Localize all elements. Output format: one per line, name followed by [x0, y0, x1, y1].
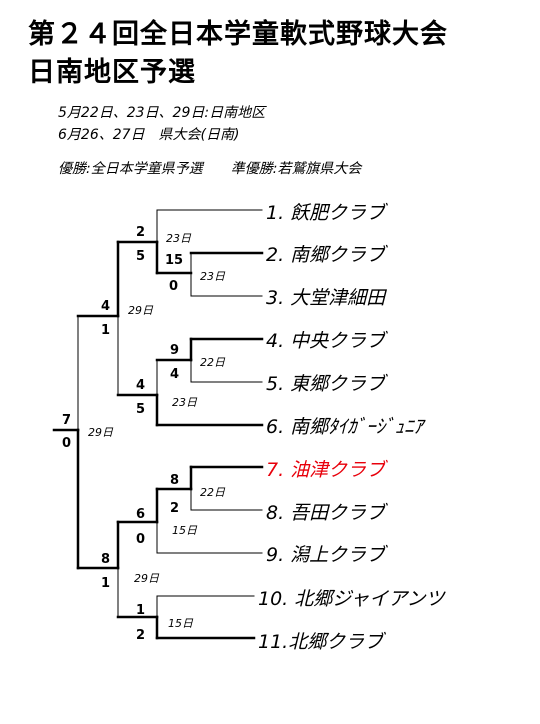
score: 2 — [170, 501, 179, 516]
score: 0 — [136, 532, 145, 547]
game-date: 15日 — [172, 524, 198, 537]
score: 4 — [170, 367, 179, 382]
game-date: 22日 — [200, 486, 226, 499]
bracket-lines — [52, 209, 264, 640]
game-date: 15日 — [168, 617, 194, 630]
game-date: 29日 — [88, 426, 114, 439]
score: 8 — [170, 473, 179, 488]
game-date: 23日 — [172, 396, 198, 409]
score: 8 — [101, 552, 110, 567]
score: 1 — [101, 323, 110, 338]
team-labels: 1. 飫肥クラブ 2. 南郷クラブ 3. 大堂津細田 4. 中央クラブ 5. 東… — [258, 202, 447, 653]
team-label: 2. 南郷クラブ — [266, 244, 388, 266]
scores: 15 0 2 5 9 4 4 5 4 1 8 2 6 0 1 2 8 1 7 0 — [62, 225, 183, 643]
schedule-prefectural: 6月26、27日 県大会(日南) — [58, 127, 240, 143]
game-date: 23日 — [200, 270, 226, 283]
score: 1 — [136, 603, 145, 618]
team-line — [190, 252, 263, 297]
team-label: 8. 吾田クラブ — [266, 502, 388, 524]
awards-note: 優勝:全日本学童県予選 準優勝:若鷲旗県大会 — [58, 161, 362, 177]
score: 4 — [101, 299, 110, 314]
score: 5 — [136, 249, 145, 264]
game-dates: 23日 23日 22日 23日 29日 22日 15日 15日 29日 29日 — [88, 232, 226, 630]
team-label: 6. 南郷ﾀｲｶﾞｰｼﾞｭﾆｱ — [266, 416, 427, 438]
team-label: 1. 飫肥クラブ — [266, 202, 388, 224]
team-label: 5. 東郷クラブ — [266, 373, 388, 395]
game-date: 22日 — [200, 356, 226, 369]
team-label: 11.北郷クラブ — [258, 631, 386, 653]
score: 2 — [136, 628, 145, 643]
game-date: 29日 — [134, 572, 160, 585]
page-title: 第２４回全日本学童軟式野球大会 — [28, 19, 448, 50]
page-subtitle: 日南地区予選 — [28, 57, 196, 88]
team-label: 4. 中央クラブ — [266, 330, 388, 352]
score: 0 — [62, 436, 71, 451]
score: 7 — [62, 413, 71, 428]
game-date: 29日 — [128, 304, 154, 317]
team-label: 9. 潟上クラブ — [266, 544, 388, 566]
schedule-local: 5月22日、23日、29日:日南地区 — [58, 105, 266, 121]
score: 15 — [165, 253, 183, 268]
team-label: 10. 北郷ジャイアンツ — [258, 588, 447, 610]
score: 9 — [170, 343, 179, 358]
team-label: 3. 大堂津細田 — [266, 287, 387, 309]
team-label: 7. 油津クラブ — [266, 459, 388, 481]
game-date: 23日 — [166, 232, 192, 245]
score: 0 — [169, 279, 178, 294]
score: 2 — [136, 225, 145, 240]
score: 4 — [136, 378, 145, 393]
score: 1 — [101, 576, 110, 591]
score: 6 — [136, 507, 145, 522]
score: 5 — [136, 402, 145, 417]
